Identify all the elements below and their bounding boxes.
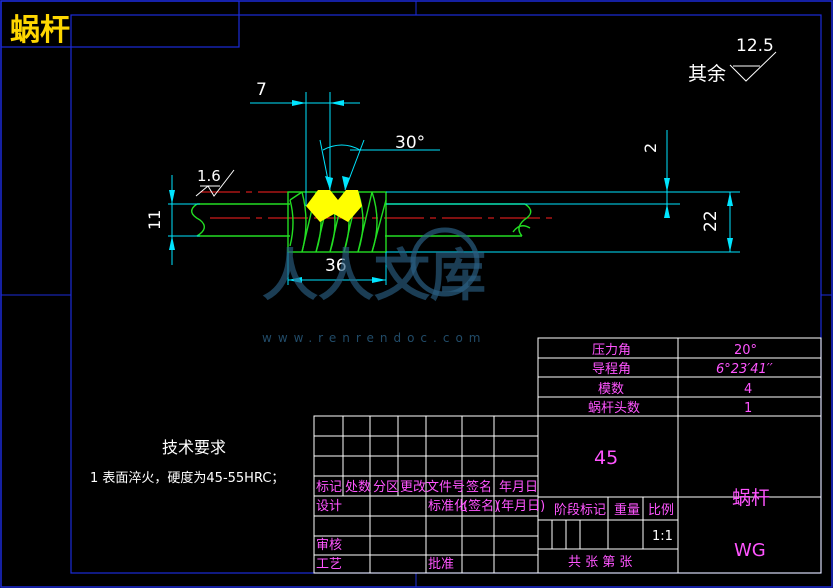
header-cell: 分区 <box>373 480 399 495</box>
pitch-dim: 7 <box>256 80 267 100</box>
process-label: 工艺 <box>316 557 342 572</box>
tooth-profile <box>306 190 362 222</box>
weight-label: 重量 <box>614 502 640 518</box>
design-label: 设计 <box>316 499 342 514</box>
param-label: 压力角 <box>592 343 631 358</box>
local-roughness-icon <box>195 169 235 197</box>
watermark-url: www.renrendoc.com <box>262 331 486 345</box>
watermark-logo-icon <box>410 227 480 297</box>
default-roughness-value: 12.5 <box>736 36 774 56</box>
drawing-code: WG <box>734 540 766 561</box>
worm-thread <box>287 191 387 253</box>
scale-value: 1:1 <box>652 529 673 544</box>
diameter-root-dim: 11 <box>145 210 164 230</box>
header-cell: 年月日 <box>499 480 538 495</box>
title-block-grid <box>313 415 822 574</box>
header-cell: 标记 <box>316 480 342 495</box>
param-label: 导程角 <box>592 362 631 377</box>
worm-shaft <box>191 203 532 237</box>
part-name: 蜗杆 <box>732 487 770 509</box>
watermark-brand: 人人文库 <box>262 244 486 309</box>
depth-dim: 2 <box>641 143 660 153</box>
header-cell: 签名 <box>466 479 492 495</box>
tech-requirements-heading: 技术要求 <box>162 438 226 457</box>
param-value: 20° <box>734 343 757 358</box>
param-value: 4 <box>744 382 752 397</box>
title-box <box>0 0 240 48</box>
default-roughness-prefix: 其余 <box>688 63 726 85</box>
standardize-label: 标准化 <box>428 499 467 514</box>
param-label: 蜗杆头数 <box>588 400 640 416</box>
review-label: 审核 <box>316 538 342 553</box>
sign-label: (签名) <box>463 498 499 514</box>
approve-label: 批准 <box>428 557 454 572</box>
parameter-table: 压力角 20° 导程角 6°23′41′′ 模数 4 蜗杆头数 1 <box>588 343 773 416</box>
dimension-arrows <box>169 100 733 283</box>
param-value: 6°23′41′′ <box>716 362 773 377</box>
local-roughness-value: 1.6 <box>197 167 221 185</box>
param-value: 1 <box>744 401 752 416</box>
stage-mark-label: 阶段标记 <box>554 503 606 518</box>
angle-dim: 30° <box>395 133 425 153</box>
length-dim: 36 <box>325 256 347 276</box>
roughness-symbol-icon <box>729 51 777 82</box>
header-cell: 处数 <box>345 480 371 495</box>
drawing-title: 蜗杆 <box>10 13 70 48</box>
title-block: 标记 处数 分区 更改文件号 签名 年月日 设计 标准化 (签名) (年月日) … <box>316 447 770 572</box>
parameter-table-grid <box>537 337 822 417</box>
material-value: 45 <box>594 447 618 469</box>
ratio-label: 比例 <box>648 503 674 518</box>
date-label: (年月日) <box>496 499 545 514</box>
diameter-outer-dim: 22 <box>701 210 721 232</box>
header-cell: 更改文件号 <box>400 480 465 495</box>
param-label: 模数 <box>598 382 624 397</box>
sheets-label: 共 张 第 张 <box>568 555 632 570</box>
tech-requirement-item: 1 表面淬火，硬度为45-55HRC； <box>90 470 284 486</box>
